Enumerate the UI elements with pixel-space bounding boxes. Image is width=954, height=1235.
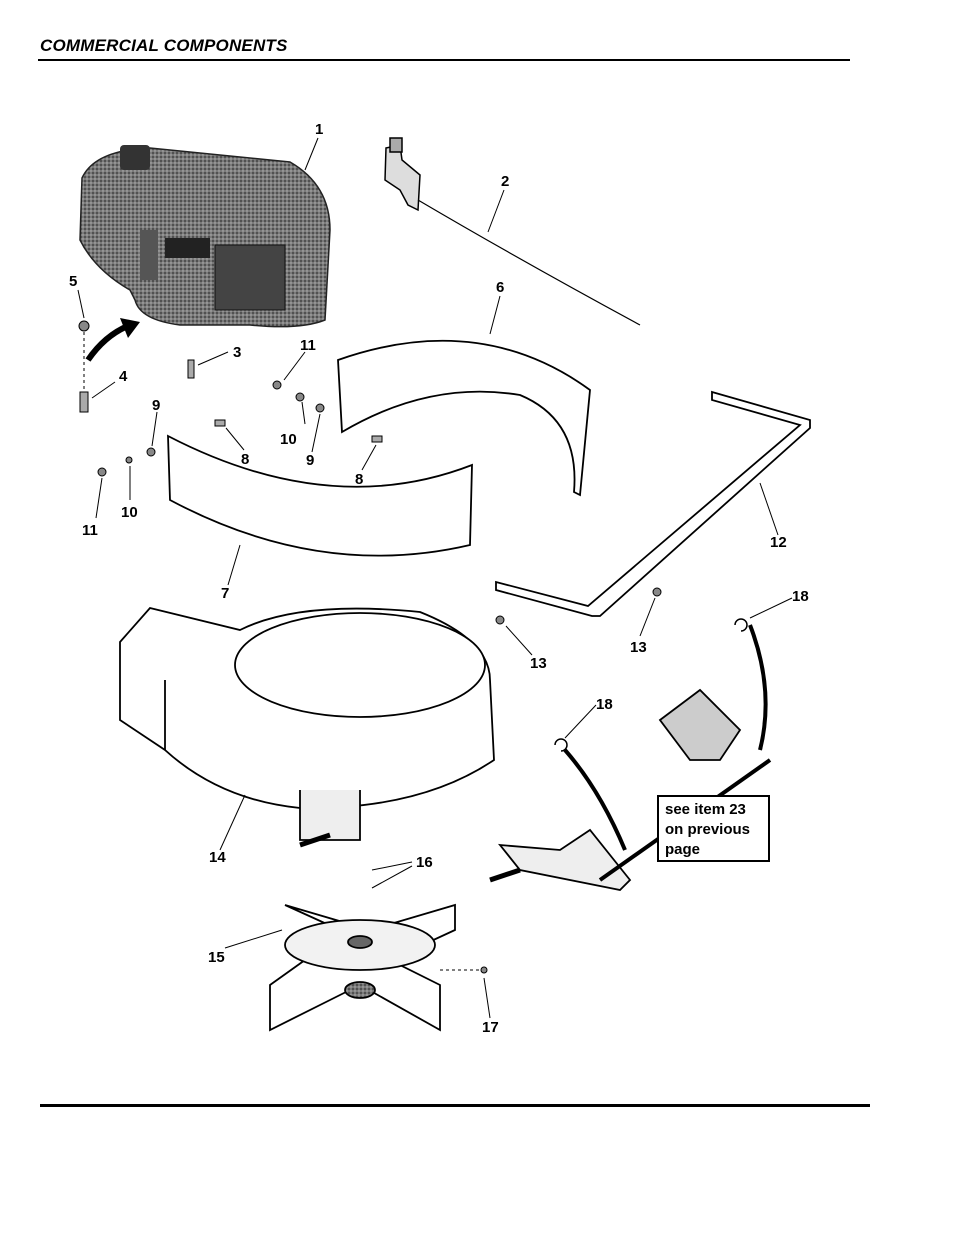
- bracket-part-12: [495, 390, 811, 617]
- hardware-fasteners: [78, 320, 662, 974]
- callout-11a: 11: [300, 337, 316, 354]
- callout-3: 3: [233, 344, 241, 361]
- page-title: COMMERCIAL COMPONENTS: [40, 36, 288, 55]
- callout-13b: 13: [630, 639, 647, 656]
- note-line-3: page: [665, 841, 701, 858]
- callout-5: 5: [69, 273, 77, 290]
- callout-17: 17: [482, 1019, 499, 1036]
- footer-rule: [40, 1104, 870, 1107]
- leader-lines: [77, 137, 793, 1019]
- curved-arrow: [85, 322, 132, 362]
- callout-10a: 10: [280, 431, 297, 448]
- retainer-clips: [554, 618, 768, 851]
- callout-18a: 18: [792, 588, 809, 605]
- note-line-1: see item 23: [665, 801, 746, 818]
- callout-6: 6: [496, 279, 504, 296]
- engine-part: [79, 145, 331, 328]
- callout-8a: 8: [241, 451, 249, 468]
- callout-4: 4: [119, 368, 128, 385]
- note-line-2: on previous: [665, 821, 751, 838]
- callout-11b: 11: [82, 522, 98, 539]
- see-previous-page-note: see item 23 on previous page: [657, 795, 770, 862]
- callout-15: 15: [208, 949, 225, 966]
- callout-10b: 10: [121, 504, 138, 521]
- callout-14: 14: [209, 849, 226, 866]
- callout-13a: 13: [530, 655, 547, 672]
- callout-1: 1: [315, 121, 323, 138]
- blower-housing-part: [119, 606, 495, 848]
- callout-8b: 8: [355, 471, 363, 488]
- callout-9a: 9: [152, 397, 160, 414]
- shield-part-6: [337, 339, 591, 497]
- callout-7: 7: [221, 585, 229, 602]
- callout-2: 2: [501, 173, 509, 190]
- shield-part-7: [167, 434, 473, 557]
- callout-9b: 9: [306, 452, 314, 469]
- throttle-control-part: [384, 137, 641, 326]
- header-rule: [38, 59, 850, 61]
- callout-16: 16: [416, 854, 433, 871]
- callout-12: 12: [770, 534, 787, 551]
- callout-18b: 18: [596, 696, 613, 713]
- impeller-part: [269, 903, 456, 1032]
